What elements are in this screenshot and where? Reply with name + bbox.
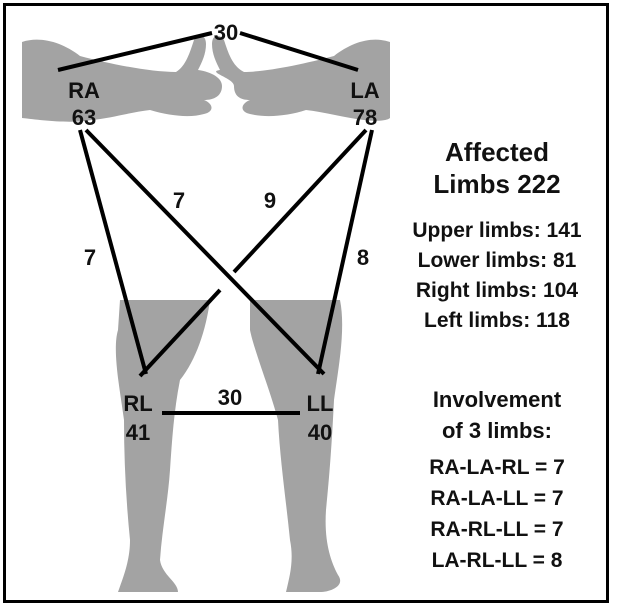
- summary-title-line2: Limbs 222: [392, 168, 602, 200]
- summary-title-line1: Affected: [392, 136, 602, 168]
- count-ra-rl: 7: [84, 245, 96, 270]
- limb-stats: Upper limbs: 141 Lower limbs: 81 Right l…: [392, 216, 602, 336]
- stat-right: Right limbs: 104: [392, 276, 602, 306]
- three-limb-combos: RA-LA-RL = 7 RA-LA-LL = 7 RA-RL-LL = 7 L…: [392, 452, 602, 576]
- three-limb-involvement: Involvement of 3 limbs:: [392, 384, 602, 446]
- count-la-ll: 8: [357, 245, 369, 270]
- combo-la-rl-ll: LA-RL-LL = 8: [392, 545, 602, 576]
- stat-left: Left limbs: 118: [392, 306, 602, 336]
- label-la-abbr: LA: [350, 78, 379, 103]
- label-rl-abbr: RL: [123, 391, 152, 416]
- label-ra-count: 63: [72, 105, 96, 130]
- combo-ra-la-rl: RA-LA-RL = 7: [392, 452, 602, 483]
- label-ll-count: 40: [308, 420, 332, 445]
- right-arm-silhouette: [22, 36, 222, 122]
- combo-ra-la-ll: RA-LA-LL = 7: [392, 483, 602, 514]
- count-ra-la: 30: [214, 20, 238, 45]
- label-ll-abbr: LL: [307, 391, 334, 416]
- right-leg-silhouette: [116, 300, 210, 592]
- affected-limbs-summary: Affected Limbs 222: [392, 136, 602, 200]
- count-ra-ll: 7: [173, 188, 185, 213]
- label-la-count: 78: [353, 105, 377, 130]
- three-limbs-title-line2: of 3 limbs:: [392, 415, 602, 446]
- stat-upper: Upper limbs: 141: [392, 216, 602, 246]
- count-rl-ll: 30: [218, 385, 242, 410]
- combo-ra-rl-ll: RA-RL-LL = 7: [392, 514, 602, 545]
- label-ra-abbr: RA: [68, 78, 100, 103]
- label-rl-count: 41: [126, 420, 150, 445]
- stat-lower: Lower limbs: 81: [392, 246, 602, 276]
- three-limbs-title-line1: Involvement: [392, 384, 602, 415]
- count-la-rl: 9: [264, 188, 276, 213]
